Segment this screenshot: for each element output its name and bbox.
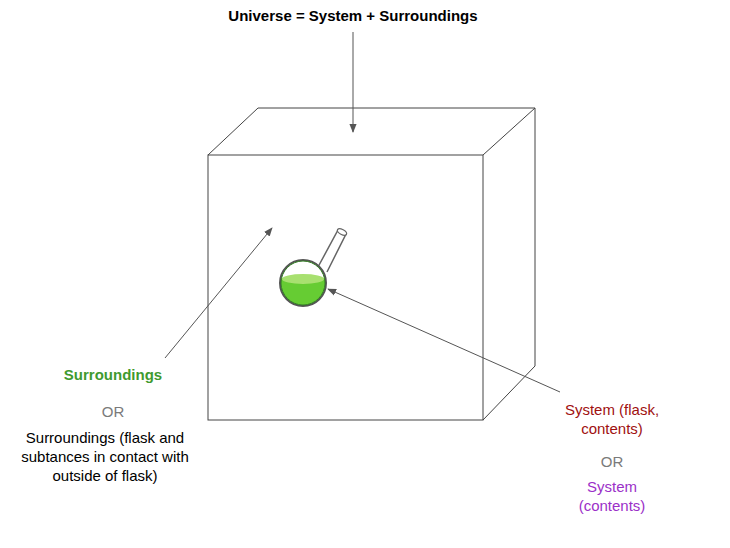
label-slot: Surroundings <box>38 365 188 384</box>
universe-cube <box>208 108 535 420</box>
diagram-title: Universe = System + Surroundings <box>203 6 503 25</box>
label-slot: Surroundings (flask and subtances in con… <box>17 428 193 485</box>
surroundings-description: Surroundings (flask and subtances in con… <box>17 428 193 485</box>
leader-arrow <box>165 228 272 358</box>
surroundings-label: Surroundings <box>38 365 188 384</box>
or-label: OR <box>582 452 642 471</box>
label-slot: OR <box>83 402 143 421</box>
system-label: System (flask, contents) <box>553 400 671 438</box>
or-label: OR <box>83 402 143 421</box>
leader-arrow <box>353 32 354 132</box>
flask <box>275 227 348 318</box>
system-label: System (contents) <box>562 477 662 515</box>
label-slot: System (contents) <box>562 477 662 515</box>
label-slot: OR <box>582 452 642 471</box>
label-slot: System (flask, contents) <box>553 400 671 438</box>
title-slot: Universe = System + Surroundings <box>203 6 503 25</box>
leader-arrow <box>328 289 560 392</box>
